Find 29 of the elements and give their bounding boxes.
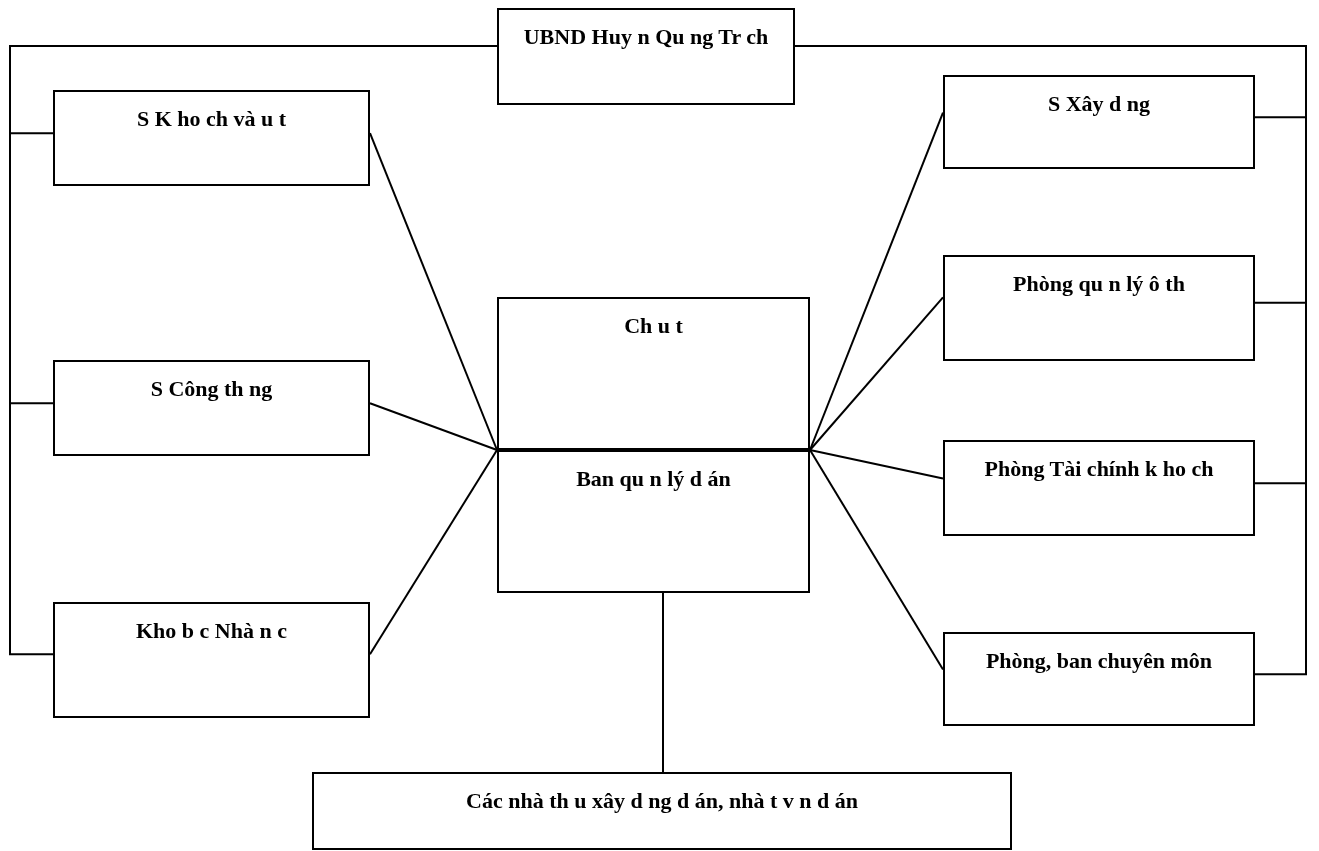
node-label: S Công th ng	[150, 376, 273, 402]
org-box	[497, 450, 810, 593]
node-label: UBND Huy n Qu ng Tr ch	[523, 24, 769, 50]
node-label: Các nhà th u xây d ng d án, nhà t v n d án	[466, 788, 858, 814]
org-box	[943, 75, 1255, 169]
org-box	[312, 772, 1012, 850]
node-label: Kho b c Nhà n c	[136, 618, 287, 644]
connector-line	[369, 132, 498, 451]
node-label: Phòng, ban chuyên môn	[985, 648, 1213, 674]
org-box	[943, 440, 1255, 536]
org-box	[943, 255, 1255, 361]
node-label: Ban qu n lý d án	[576, 466, 731, 492]
org-box	[53, 90, 370, 186]
org-box	[53, 360, 370, 456]
org-box	[497, 297, 810, 450]
node-label: S Xây d ng	[1047, 91, 1151, 117]
org-box	[53, 602, 370, 718]
connector-line	[369, 449, 498, 656]
connector-line	[662, 592, 664, 773]
connector-line	[809, 296, 944, 451]
node-label: Ch u t	[624, 313, 683, 339]
node-label: Phòng Tài chính k ho ch	[984, 456, 1214, 482]
org-box	[943, 632, 1255, 726]
node-label: S K ho ch và u t	[136, 106, 287, 132]
connector-line	[369, 402, 498, 451]
org-box	[497, 8, 795, 105]
node-label: Phòng qu n lý ô th	[1013, 271, 1185, 297]
connector-line	[809, 449, 944, 480]
connector-line	[809, 449, 944, 671]
